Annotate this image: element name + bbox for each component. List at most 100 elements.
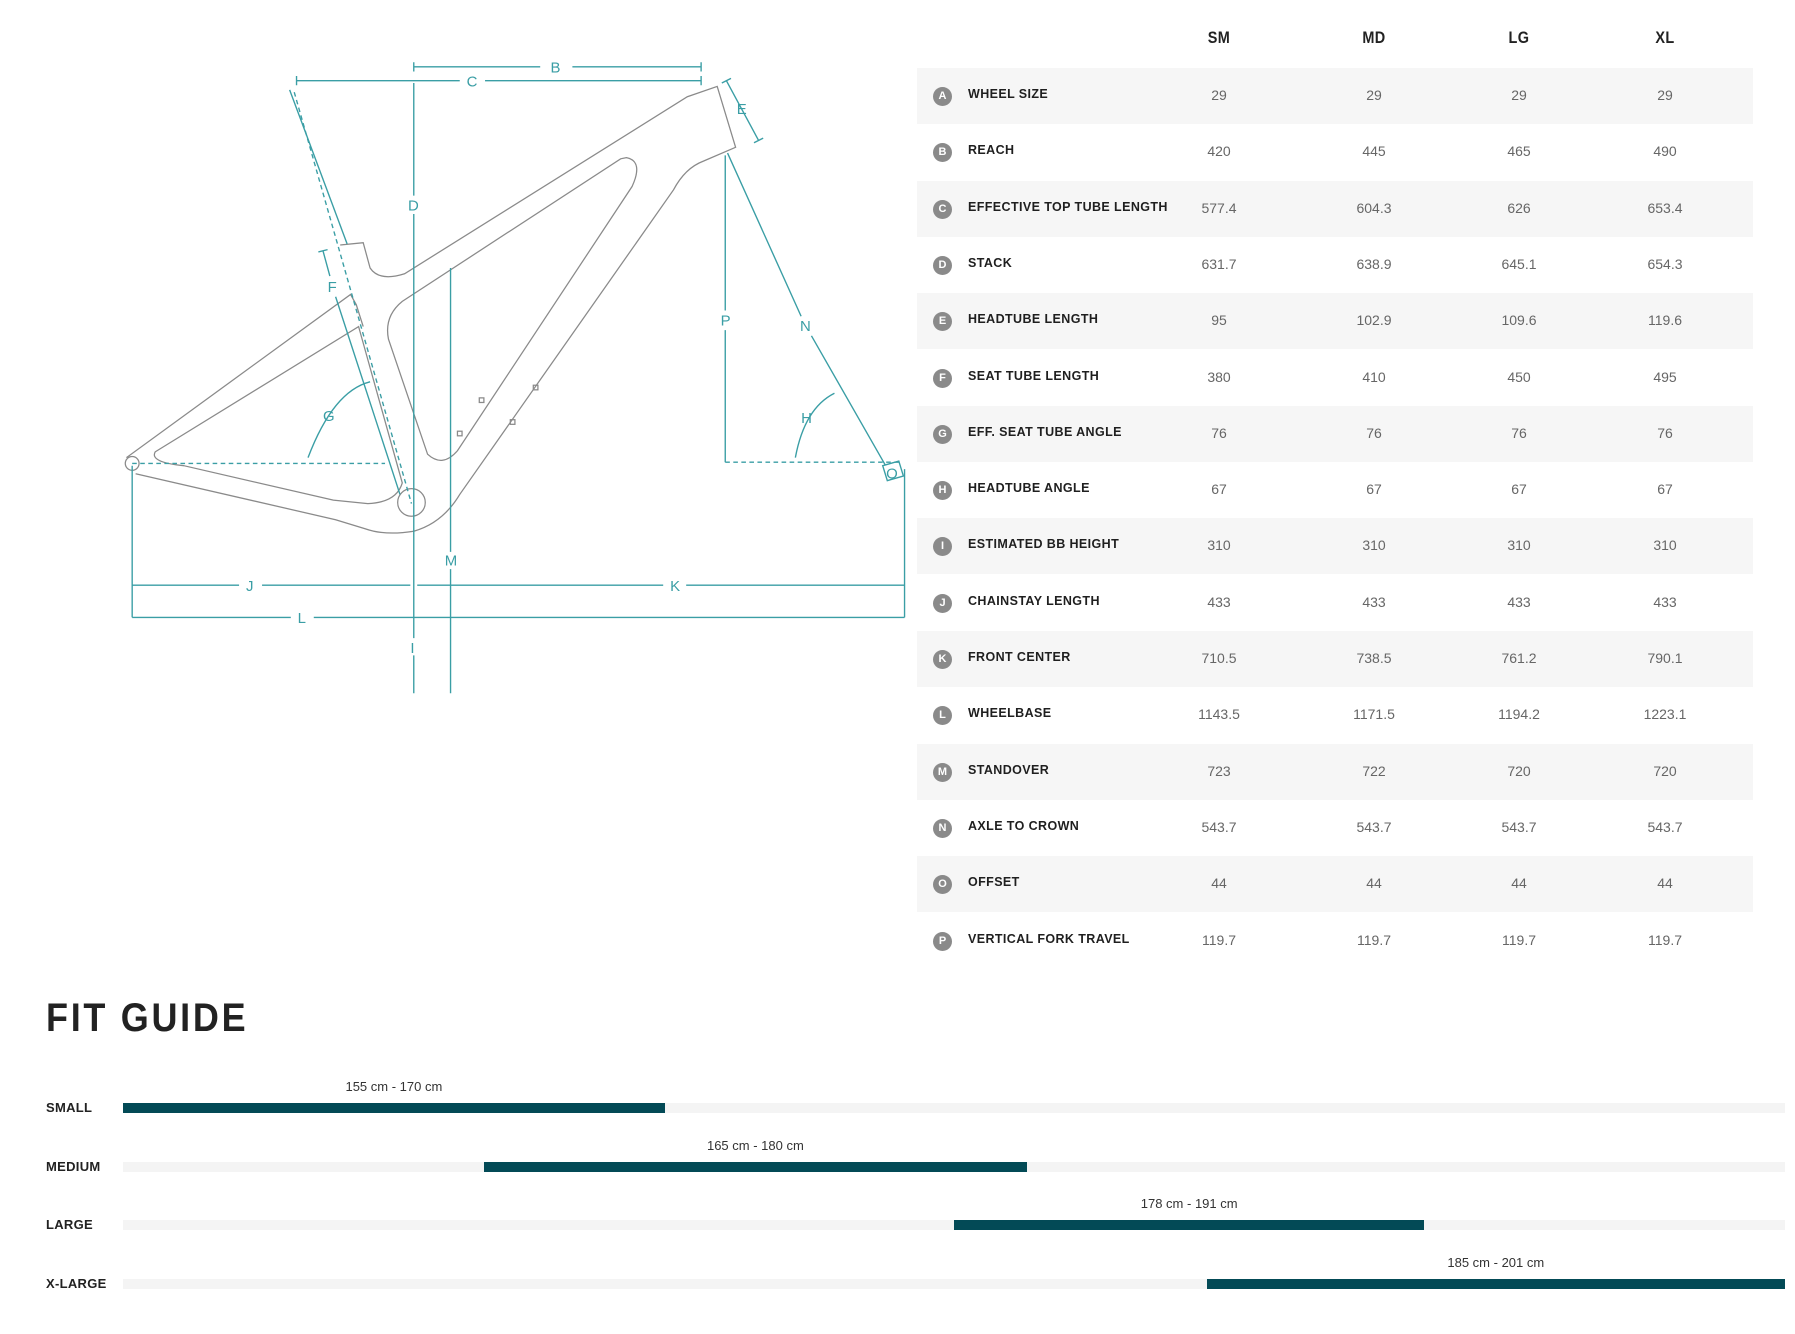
measurement-value-lg: 119.7 <box>1502 931 1536 948</box>
measurement-label: EFFECTIVE TOP TUBE LENGTH <box>968 199 1168 214</box>
letter-badge: G <box>933 424 952 444</box>
measurement-label: FRONT CENTER <box>968 650 1071 664</box>
size-header-row: SM MD LG XL <box>917 28 1753 52</box>
measurement-value-sm: 1143.5 <box>1198 706 1240 723</box>
measurement-value-md: 433 <box>1362 593 1386 610</box>
measurement-value-xl: 543.7 <box>1647 818 1683 835</box>
height-range-label: 155 cm - 170 cm <box>345 1079 443 1094</box>
size-header-sm: SM <box>1207 28 1231 47</box>
measurement-value-md: 445 <box>1362 143 1386 160</box>
measurement-value-sm: 310 <box>1207 537 1231 554</box>
height-range-label: 165 cm - 180 cm <box>706 1137 804 1153</box>
measurement-value-sm: 95 <box>1211 312 1227 329</box>
height-range-bar <box>123 1103 665 1113</box>
height-range-label: 185 cm - 201 cm <box>1447 1254 1545 1270</box>
measurement-label: OFFSET <box>968 875 1020 890</box>
measurement-value-sm: 119.7 <box>1202 931 1236 948</box>
measurement-value-md: 638.9 <box>1356 255 1392 272</box>
letter-badge: L <box>933 706 952 726</box>
bottom-bracket <box>397 488 426 517</box>
height-range-track: 165 cm - 180 cm <box>123 1138 1785 1172</box>
letter-badge: E <box>933 312 952 332</box>
measurement-label: AXLE TO CROWN <box>968 818 1080 833</box>
measurement-value-sm: 29 <box>1211 87 1227 103</box>
measurement-value-md: 102.9 <box>1356 312 1392 329</box>
measurement-value-lg: 67 <box>1511 481 1527 498</box>
letter-badge: D <box>933 255 952 275</box>
fit-size-label: LARGE <box>46 1217 93 1233</box>
height-range-track: 155 cm - 170 cm <box>123 1079 1785 1113</box>
front-triangle-inner <box>386 157 638 461</box>
dim-label-f: F <box>328 279 337 296</box>
measurement-value-md: 543.7 <box>1356 818 1392 835</box>
fit-size-label: MEDIUM <box>46 1158 101 1174</box>
measurement-label: STACK <box>968 255 1013 270</box>
measurement-value-md: 67 <box>1366 481 1382 498</box>
measurement-value-lg: 543.7 <box>1501 818 1537 835</box>
measurement-value-lg: 761.2 <box>1501 650 1537 666</box>
bike-frame <box>124 85 737 534</box>
measurement-value-md: 410 <box>1362 368 1386 385</box>
dim-label-l: L <box>298 610 306 627</box>
fit-row-medium: MEDIUM 165 cm - 180 cm <box>0 1138 1795 1217</box>
measurement-value-lg: 76 <box>1511 424 1527 441</box>
measurement-value-lg: 109.6 <box>1501 312 1537 329</box>
measurement-label: REACH <box>968 143 1015 158</box>
measurement-value-xl: 310 <box>1653 537 1677 554</box>
dim-label-b: B <box>551 60 561 77</box>
dimension-lines <box>131 62 906 694</box>
letter-badge: C <box>933 199 952 219</box>
size-header-xl: XL <box>1655 28 1675 47</box>
measurement-value-md: 604.3 <box>1356 199 1392 216</box>
fit-guide-title: FIT GUIDE <box>46 996 249 1040</box>
dim-label-o: O <box>886 465 898 482</box>
measurement-label: VERTICAL FORK TRAVEL <box>968 931 1130 946</box>
letter-badge: K <box>933 650 952 669</box>
height-range-track: 178 cm - 191 cm <box>123 1196 1785 1231</box>
letter-badge: O <box>933 875 952 895</box>
height-range-label: 178 cm - 191 cm <box>1140 1196 1238 1212</box>
rear-triangle-inner <box>153 325 403 505</box>
measurement-value-xl: 44 <box>1657 875 1673 892</box>
fit-row-large: LARGE 178 cm - 191 cm <box>0 1196 1795 1275</box>
measurement-value-sm: 543.7 <box>1201 818 1237 835</box>
measurement-value-xl: 495 <box>1653 368 1677 385</box>
measurement-value-lg: 626 <box>1507 199 1531 216</box>
measurement-label: STANDOVER <box>968 762 1050 777</box>
height-range-bar <box>1206 1278 1785 1289</box>
measurement-value-sm: 710.5 <box>1201 650 1237 666</box>
height-range-bar <box>954 1220 1425 1231</box>
measurement-value-md: 310 <box>1362 537 1386 554</box>
measurement-value-lg: 44 <box>1511 875 1527 892</box>
frame-geometry-diagram: B C D E F G H I J K L M N O P <box>124 60 906 694</box>
dim-label-k: K <box>670 578 680 595</box>
dim-label-e: E <box>737 101 747 118</box>
measurement-label: HEADTUBE ANGLE <box>968 481 1090 496</box>
measurement-value-sm: 380 <box>1207 368 1231 385</box>
measurement-value-sm: 433 <box>1207 593 1231 610</box>
fit-size-label: X-LARGE <box>46 1275 107 1291</box>
letter-badge: M <box>933 762 952 782</box>
measurement-label: WHEEL SIZE <box>968 87 1049 101</box>
measurement-value-xl: 67 <box>1657 481 1673 498</box>
front-triangle-outer <box>135 85 737 534</box>
measurement-value-xl: 490 <box>1653 143 1677 160</box>
measurement-value-sm: 67 <box>1211 481 1227 498</box>
measurement-value-lg: 310 <box>1507 537 1531 554</box>
measurement-value-xl: 1223.1 <box>1643 706 1687 723</box>
letter-badge: J <box>933 593 952 613</box>
measurement-value-md: 119.7 <box>1357 931 1391 948</box>
measurement-value-lg: 645.1 <box>1501 255 1537 272</box>
measurement-label: EFF. SEAT TUBE ANGLE <box>968 424 1122 439</box>
